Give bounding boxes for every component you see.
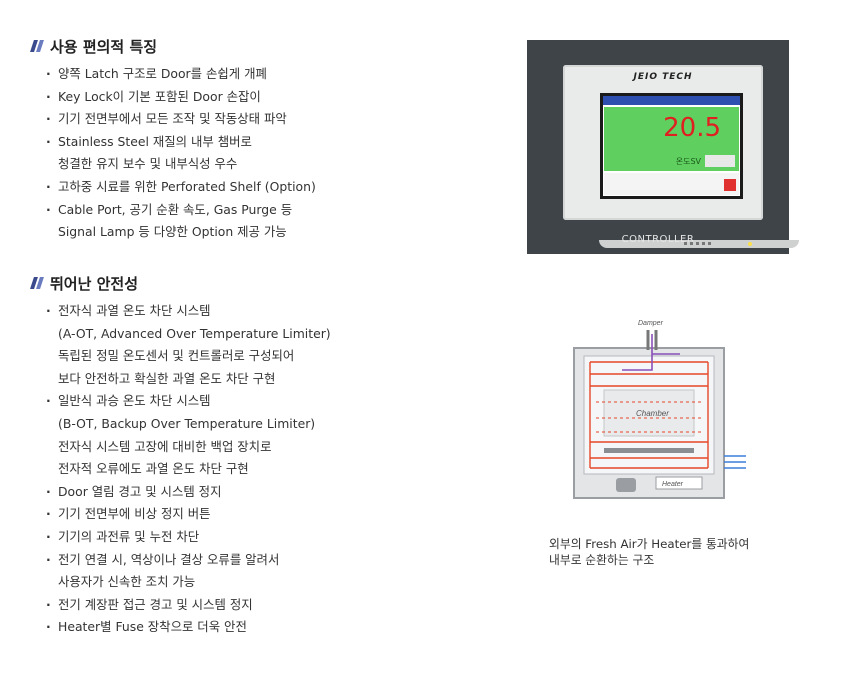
usability-title: 사용 편의적 특징 <box>30 35 316 57</box>
intake-flow <box>724 455 746 469</box>
indicator-dots <box>684 242 714 245</box>
screen-main: 20.5 온도SV <box>604 107 739 171</box>
section-mark-icon <box>30 277 44 289</box>
diagram-caption: 외부의 Fresh Air가 Heater를 통과하여 내부로 순환하는 구조 <box>549 537 750 567</box>
list-item: Cable Port, 공기 순환 속도, Gas Purge 등Signal … <box>46 199 316 244</box>
sv-label: 온도SV <box>675 157 701 166</box>
list-item: 전자식 과열 온도 차단 시스템(A-OT, Advanced Over Tem… <box>46 300 331 390</box>
usability-section: 사용 편의적 특징 양쪽 Latch 구조로 Door를 손쉽게 개폐 Key … <box>30 35 316 244</box>
list-item: 기기의 과전류 및 누전 차단 <box>46 526 331 549</box>
fan-icon <box>616 478 636 492</box>
damper-label: Damper <box>638 320 664 327</box>
fresh-air-flow <box>622 334 680 371</box>
list-item: 기기 전면부에 비상 정지 버튼 <box>46 503 331 526</box>
temperature-value: 20.5 <box>663 113 721 143</box>
list-item: Door 열림 경고 및 시스템 정지 <box>46 481 331 504</box>
list-item: Key Lock이 기본 포함된 Door 손잡이 <box>46 86 316 109</box>
airflow-diagram: Damper Chamber Heater <box>573 320 746 499</box>
controller-label: CONTROLLER <box>621 234 695 245</box>
heated-air-flow <box>589 361 709 469</box>
stop-button-icon <box>724 179 736 191</box>
led-icon <box>748 242 752 246</box>
chamber-label: Chamber <box>636 409 669 418</box>
controller-photo: JEIO TECH 20.5 온도SV CONTROLLER <box>527 40 799 254</box>
list-item: 일반식 과승 온도 차단 시스템(B-OT, Backup Over Tempe… <box>46 390 331 480</box>
heater-label: Heater <box>662 481 684 488</box>
safety-list: 전자식 과열 온도 차단 시스템(A-OT, Advanced Over Tem… <box>32 300 331 639</box>
heater-box <box>655 476 703 490</box>
list-item: 고하중 시료를 위한 Perforated Shelf (Option) <box>46 176 316 199</box>
list-item: 양쪽 Latch 구조로 Door를 손쉽게 개폐 <box>46 63 316 86</box>
brand-logo: JEIO TECH <box>633 72 693 82</box>
usability-list: 양쪽 Latch 구조로 Door를 손쉽게 개폐 Key Lock이 기본 포… <box>32 63 316 244</box>
list-item: 전기 계장판 접근 경고 및 시스템 정지 <box>46 594 331 617</box>
list-item: Heater별 Fuse 장착으로 더욱 안전 <box>46 616 331 639</box>
controller-screen: 20.5 온도SV <box>600 93 743 199</box>
safety-title: 뛰어난 안전성 <box>30 272 331 294</box>
list-item: 기기 전면부에서 모든 조작 및 작동상태 파악 <box>46 108 316 131</box>
screen-header <box>603 96 740 105</box>
safety-section: 뛰어난 안전성 전자식 과열 온도 차단 시스템(A-OT, Advanced … <box>30 272 331 639</box>
controller-panel: JEIO TECH 20.5 온도SV <box>563 65 799 248</box>
chamber-box <box>603 389 695 437</box>
screen-footer <box>604 173 739 195</box>
section-mark-icon <box>30 40 44 52</box>
shelf <box>604 448 694 453</box>
sv-box <box>705 155 735 167</box>
